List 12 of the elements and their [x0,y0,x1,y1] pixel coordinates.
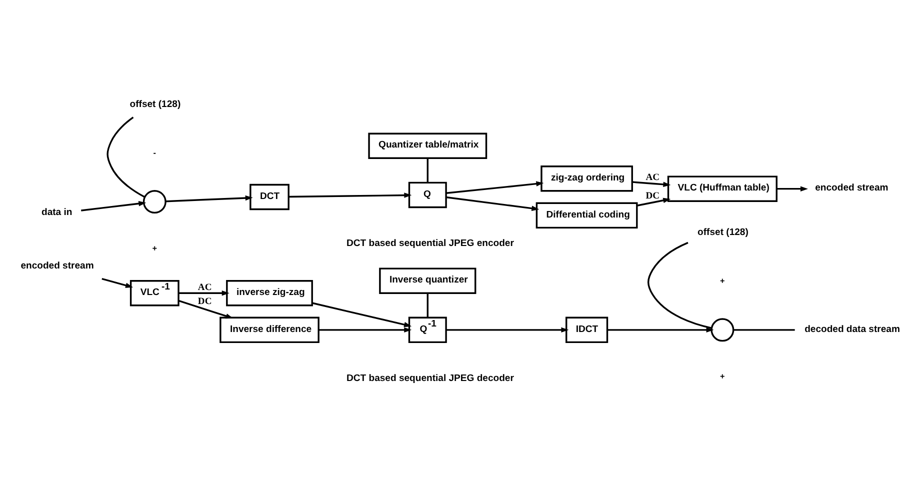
edge-label: AC [646,172,660,183]
node-text: data in [42,206,72,218]
node-text: encoded stream [20,260,94,271]
edge-label: DC [646,190,660,202]
node-text: offset (128) [698,226,748,238]
node-text: encoded stream [815,182,888,194]
node-text: offset (128) [130,98,181,110]
label: DCT based sequential JPEG encoder [346,237,514,248]
edge-label: AC [198,281,212,292]
label: DCT based sequential JPEG decoder [346,372,514,384]
edge-label: DC [198,296,212,307]
node-text: decoded data stream [804,323,900,334]
